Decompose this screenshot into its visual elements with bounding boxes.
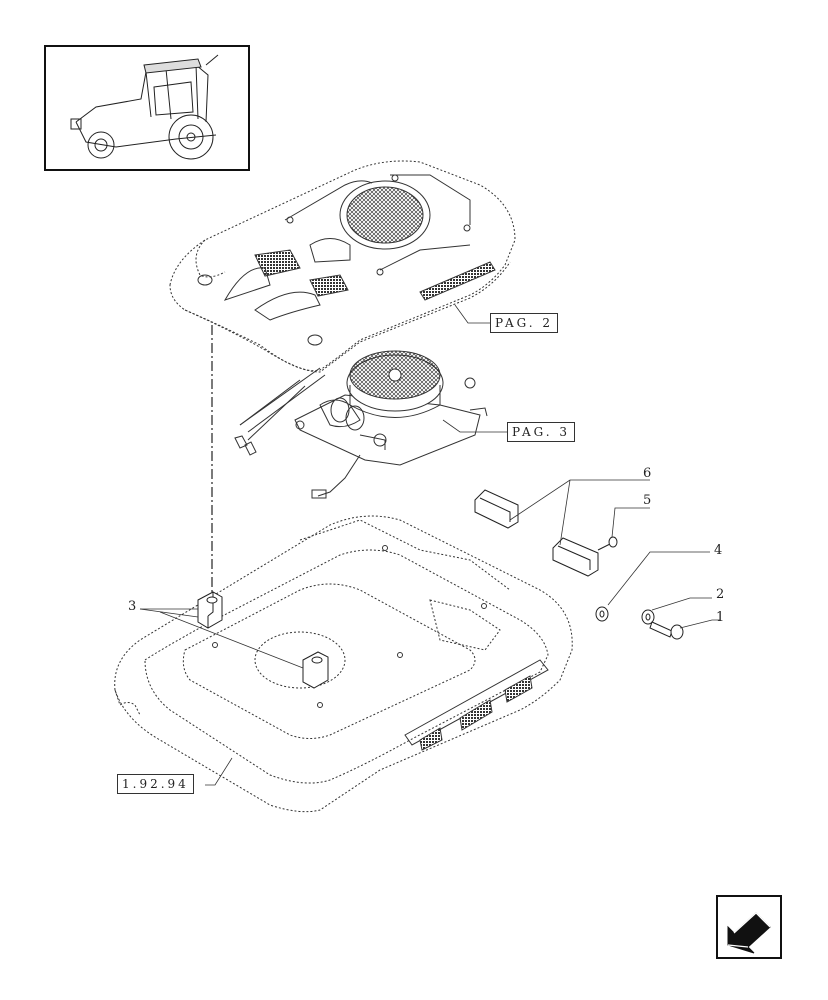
callout-6: 6 [643, 466, 652, 481]
part-5-screw [597, 536, 618, 551]
next-page-arrow-icon [727, 912, 771, 954]
tractor-thumbnail [44, 45, 250, 171]
ref-pag-2[interactable]: PAG. 2 [490, 313, 559, 333]
callout-4: 4 [714, 543, 723, 558]
part-4-washer [595, 606, 609, 622]
callout-5: 5 [643, 493, 652, 508]
ref-pag-3[interactable]: PAG. 3 [507, 422, 576, 442]
tractor-thumbnail-icon [70, 54, 219, 160]
leader-lines [139, 304, 720, 786]
lower-shell-vents [212, 545, 549, 751]
upper-roof-panel [169, 160, 516, 373]
lower-roof-shell [114, 515, 573, 813]
next-page-button[interactable] [716, 895, 782, 959]
roof-panel-details [197, 174, 496, 346]
part-3-bracket [197, 591, 329, 689]
part-6-lamp [474, 489, 599, 577]
blower-unit [234, 350, 488, 499]
callout-1: 1 [716, 610, 725, 625]
part-2-washer [641, 609, 655, 625]
part-1-bolt [649, 621, 684, 640]
ref-section[interactable]: 1.92.94 [117, 774, 194, 794]
callout-3: 3 [128, 599, 137, 614]
callout-2: 2 [716, 587, 725, 602]
